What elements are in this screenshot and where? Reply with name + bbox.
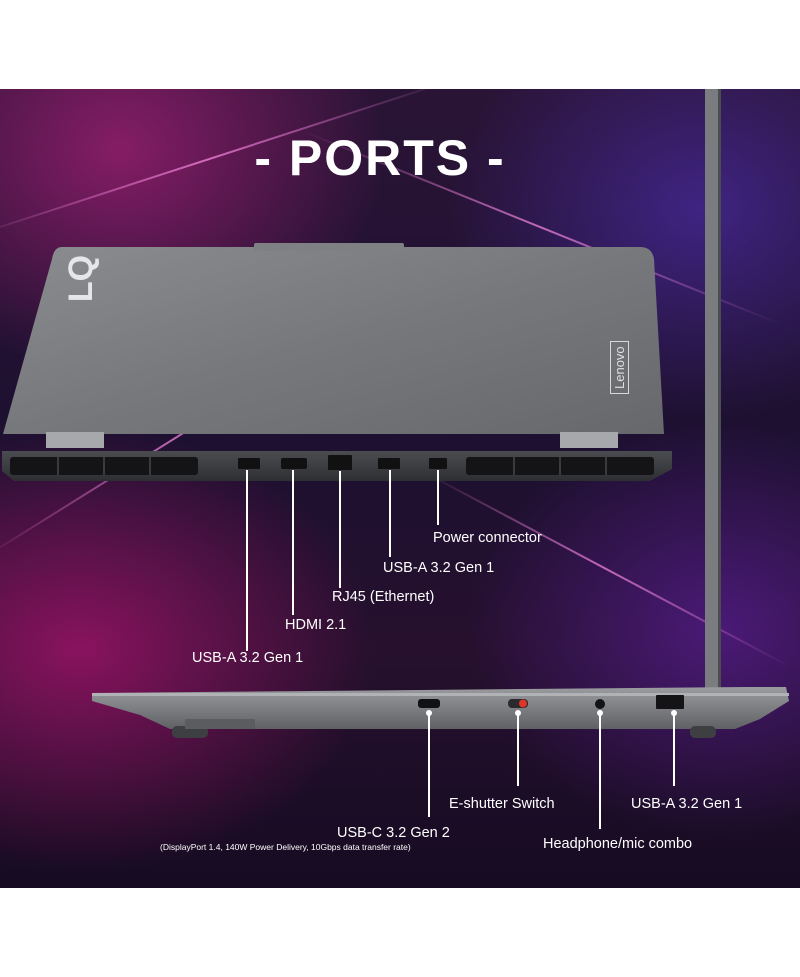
label-rj45: RJ45 (Ethernet) <box>332 589 435 605</box>
laptop-lid <box>3 243 664 448</box>
ports-infographic: - PORTS - <box>0 89 800 888</box>
label-side-usb-a: USB-A 3.2 Gen 1 <box>631 796 743 812</box>
port-marker-dot <box>597 710 603 716</box>
page-title: - PORTS - <box>254 130 506 186</box>
rear-port-leader <box>339 471 341 588</box>
label-hdmi: HDMI 2.1 <box>285 617 347 633</box>
label-power-connector: Power connector <box>433 530 542 546</box>
label-rear-usb-a-right: USB-A 3.2 Gen 1 <box>383 560 495 576</box>
laptop-screen-edge <box>705 89 721 689</box>
port-marker-dot <box>426 710 432 716</box>
laptop-illustration <box>2 89 789 738</box>
side-port-leader <box>517 713 519 786</box>
laptop-rear-edge <box>2 451 672 481</box>
rear-port-leader <box>246 470 248 651</box>
side-port-leader <box>599 713 601 829</box>
rear-port-leader <box>437 470 439 525</box>
side-port-leader <box>673 713 675 786</box>
label-e-shutter: E-shutter Switch <box>449 796 555 812</box>
laptop-side-view <box>92 687 789 738</box>
rear-port-leader <box>389 470 391 557</box>
label-usb-c-details: (DisplayPort 1.4, 140W Power Delivery, 1… <box>160 842 411 852</box>
label-headphone-mic: Headphone/mic combo <box>543 836 693 852</box>
port-marker-dot <box>515 710 521 716</box>
label-usb-c: USB-C 3.2 Gen 2 <box>337 825 450 841</box>
lenovo-logo: Lenovo <box>610 341 629 394</box>
rear-port-leader <box>292 470 294 615</box>
brand-logo: LQ <box>62 254 101 303</box>
label-rear-usb-a-left: USB-A 3.2 Gen 1 <box>192 650 304 666</box>
port-marker-dot <box>671 710 677 716</box>
side-port-leader <box>428 713 430 817</box>
